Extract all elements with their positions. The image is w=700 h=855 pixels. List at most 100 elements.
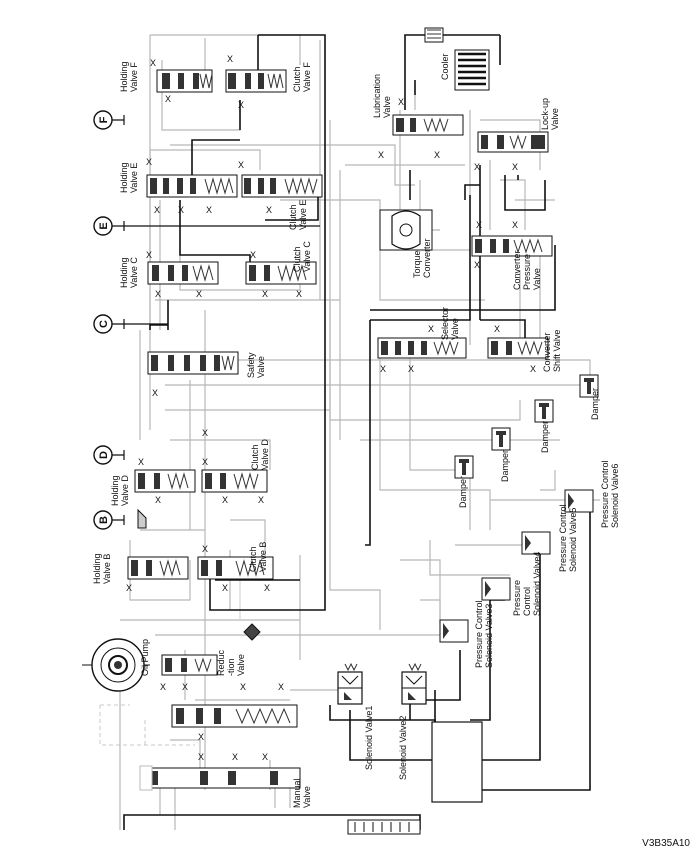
exhaust-marks: X X X X X X X X X X X X X X X X X X X X … [126,54,536,762]
holding-valve-c: HoldingValve C [119,257,219,288]
svg-text:X: X [152,388,158,398]
torque-converter: TorqueConverter [379,209,433,278]
svg-text:ClutchValve E: ClutchValve E [288,200,308,230]
svg-text:SelectorValve: SelectorValve [440,307,460,340]
port-label-d: D [93,445,125,465]
svg-text:ManualValve: ManualValve [292,778,312,808]
damper-4: Damper [454,455,474,508]
clutch-valve-f: ClutchValve F [225,62,312,93]
svg-text:E: E [98,222,110,229]
svg-text:ClutchValve F: ClutchValve F [292,62,312,92]
svg-text:X: X [198,752,204,762]
svg-text:X: X [264,583,270,593]
lockup-valve: Lock-upValve [477,98,560,153]
svg-text:X: X [474,260,480,270]
svg-text:X: X [378,150,384,160]
svg-text:X: X [262,752,268,762]
svg-text:X: X [165,94,171,104]
svg-text:HoldingValve F: HoldingValve F [119,61,139,92]
svg-text:X: X [222,495,228,505]
svg-text:Damper: Damper [590,388,600,420]
manual-valve: ManualValve [139,765,312,808]
svg-text:D: D [98,451,110,459]
damper-1: Damper [579,374,600,420]
selector-valve: SelectorValve [377,307,467,359]
svg-text:X: X [182,682,188,692]
svg-text:Solenoid Valve2: Solenoid Valve2 [398,716,408,780]
svg-text:HoldingValve B: HoldingValve B [92,553,112,584]
svg-text:HoldingValve E: HoldingValve E [119,162,139,193]
svg-text:X: X [155,495,161,505]
svg-text:X: X [238,160,244,170]
port-label-e: E [93,216,320,236]
svg-text:X: X [138,457,144,467]
svg-text:SafetyValve: SafetyValve [246,352,266,378]
oil-pump: Oil Pump [82,638,150,692]
svg-text:X: X [476,220,482,230]
converter-shift-valve: ConverterShift Valve [487,330,562,372]
svg-text:Reduc-tionValve: Reduc-tionValve [216,649,246,676]
svg-text:X: X [494,324,500,334]
svg-text:X: X [512,162,518,172]
svg-text:X: X [428,324,434,334]
svg-text:X: X [202,428,208,438]
svg-text:LubricationValve: LubricationValve [372,74,392,118]
svg-text:X: X [150,58,156,68]
svg-text:X: X [146,250,152,260]
svg-text:X: X [296,289,302,299]
svg-text:X: X [146,157,152,167]
svg-text:X: X [196,289,202,299]
holding-valve-f: HoldingValve F [119,61,213,93]
svg-text:X: X [250,250,256,260]
svg-text:X: X [258,495,264,505]
svg-text:B: B [98,516,110,524]
svg-text:C: C [98,320,110,328]
damper-2: Damper [534,399,554,453]
svg-text:X: X [278,682,284,692]
port-label-f: F [93,110,125,130]
svg-text:X: X [126,583,132,593]
svg-text:F: F [98,116,110,123]
svg-text:Damper: Damper [540,421,550,453]
svg-text:Pressure ControlSolenoid Valve: Pressure ControlSolenoid Valve3 [474,600,494,668]
svg-text:HoldingValve D: HoldingValve D [110,475,130,506]
svg-text:X: X [155,289,161,299]
converter-pressure-valve: ConverterPressureValve [471,235,553,290]
pcsv4: PressureControlSolenoid Valve4 [481,552,542,616]
holding-valve-b: HoldingValve B [92,553,189,584]
svg-text:X: X [202,544,208,554]
svg-text:X: X [206,205,212,215]
port-label-c: C [93,314,168,334]
reduction-valve: Reduc-tionValve [161,649,246,676]
cooler: Cooler [424,27,490,91]
control-unit-box [431,721,483,803]
damper-3: Damper [491,427,511,482]
svg-text:X: X [262,289,268,299]
solenoid-valve1: Solenoid Valve1 [337,662,374,770]
svg-text:ClutchValve C: ClutchValve C [292,241,312,272]
clutch-valve-e: ClutchValve E [241,174,323,230]
svg-text:ClutchValve D: ClutchValve D [250,439,270,470]
clutch-valve-c: ClutchValve C [245,241,317,285]
svg-text:X: X [512,220,518,230]
regulator-valve [171,704,298,728]
svg-text:X: X [380,364,386,374]
svg-text:ConverterPressureValve: ConverterPressureValve [512,250,542,290]
svg-text:X: X [178,205,184,215]
svg-text:ClutchValve B: ClutchValve B [248,542,268,572]
pcsv3: Pressure ControlSolenoid Valve3 [439,600,494,668]
clutch-valve-d: ClutchValve D [201,439,270,493]
svg-text:X: X [198,732,204,742]
check-valve-diamond [243,623,261,641]
svg-text:X: X [408,364,414,374]
svg-text:X: X [266,205,272,215]
svg-text:Solenoid Valve1: Solenoid Valve1 [364,706,374,770]
svg-text:PressureControlSolenoid Valve4: PressureControlSolenoid Valve4 [512,552,542,616]
svg-text:HoldingValve C: HoldingValve C [119,257,139,288]
svg-text:X: X [530,364,536,374]
svg-text:X: X [160,682,166,692]
svg-text:Lock-upValve: Lock-upValve [540,98,560,130]
svg-text:Cooler: Cooler [440,53,450,80]
accumulator-b [137,508,147,529]
